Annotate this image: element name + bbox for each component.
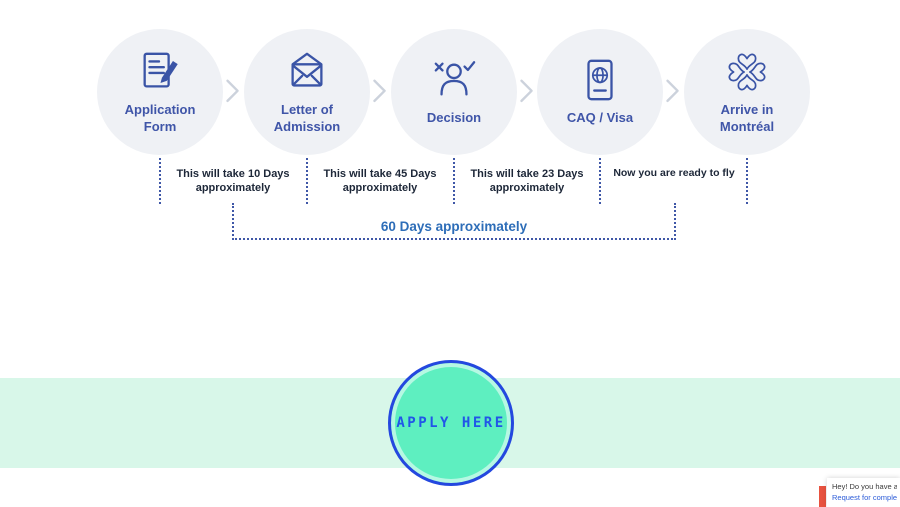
chat-accent xyxy=(819,486,826,507)
chat-card[interactable]: Hey! Do you have a Request for comple xyxy=(827,478,900,507)
dotted-connector xyxy=(599,158,601,204)
document-pencil-icon xyxy=(137,49,183,95)
chat-widget[interactable]: Hey! Do you have a Request for comple xyxy=(819,478,900,507)
dotted-connector xyxy=(746,158,748,204)
chevron-right-icon xyxy=(662,78,684,104)
step-letter-of-admission: Letter of Admission xyxy=(244,29,370,155)
chat-message-line2: Request for comple xyxy=(832,493,897,502)
step-caq-visa: CAQ / Visa xyxy=(537,29,663,155)
chevron-right-icon xyxy=(369,78,391,104)
step-label: Application Form xyxy=(124,102,196,134)
total-duration-label: 60 Days approximately xyxy=(380,219,528,234)
step-label: CAQ / Visa xyxy=(566,110,634,126)
chat-message-line1: Hey! Do you have a xyxy=(832,482,897,491)
chevron-right-icon xyxy=(222,78,244,104)
envelope-icon xyxy=(284,49,330,95)
duration-note: Now you are ready to fly xyxy=(613,167,735,179)
dotted-connector xyxy=(306,158,308,204)
chevron-right-icon xyxy=(516,78,538,104)
apply-here-button[interactable]: APPLY HERE xyxy=(388,360,514,486)
step-decision: Decision xyxy=(391,29,517,155)
person-decision-icon xyxy=(431,57,477,103)
duration-note: This will take 45 Days approximately xyxy=(323,168,437,195)
dotted-connector xyxy=(159,158,161,204)
dotted-connector xyxy=(453,158,455,204)
passport-icon xyxy=(577,57,623,103)
step-label: Decision xyxy=(426,110,482,126)
duration-note: This will take 10 Days approximately xyxy=(176,168,290,195)
step-arrive-montreal: Arrive in Montréal xyxy=(684,29,810,155)
step-label: Arrive in Montréal xyxy=(719,102,775,134)
duration-note: This will take 23 Days approximately xyxy=(470,168,584,195)
total-duration-bracket: 60 Days approximately xyxy=(232,203,676,240)
montreal-rosette-icon xyxy=(724,49,770,95)
step-application-form: Application Form xyxy=(97,29,223,155)
step-label: Letter of Admission xyxy=(273,102,341,134)
apply-here-label: APPLY HERE xyxy=(396,415,506,431)
